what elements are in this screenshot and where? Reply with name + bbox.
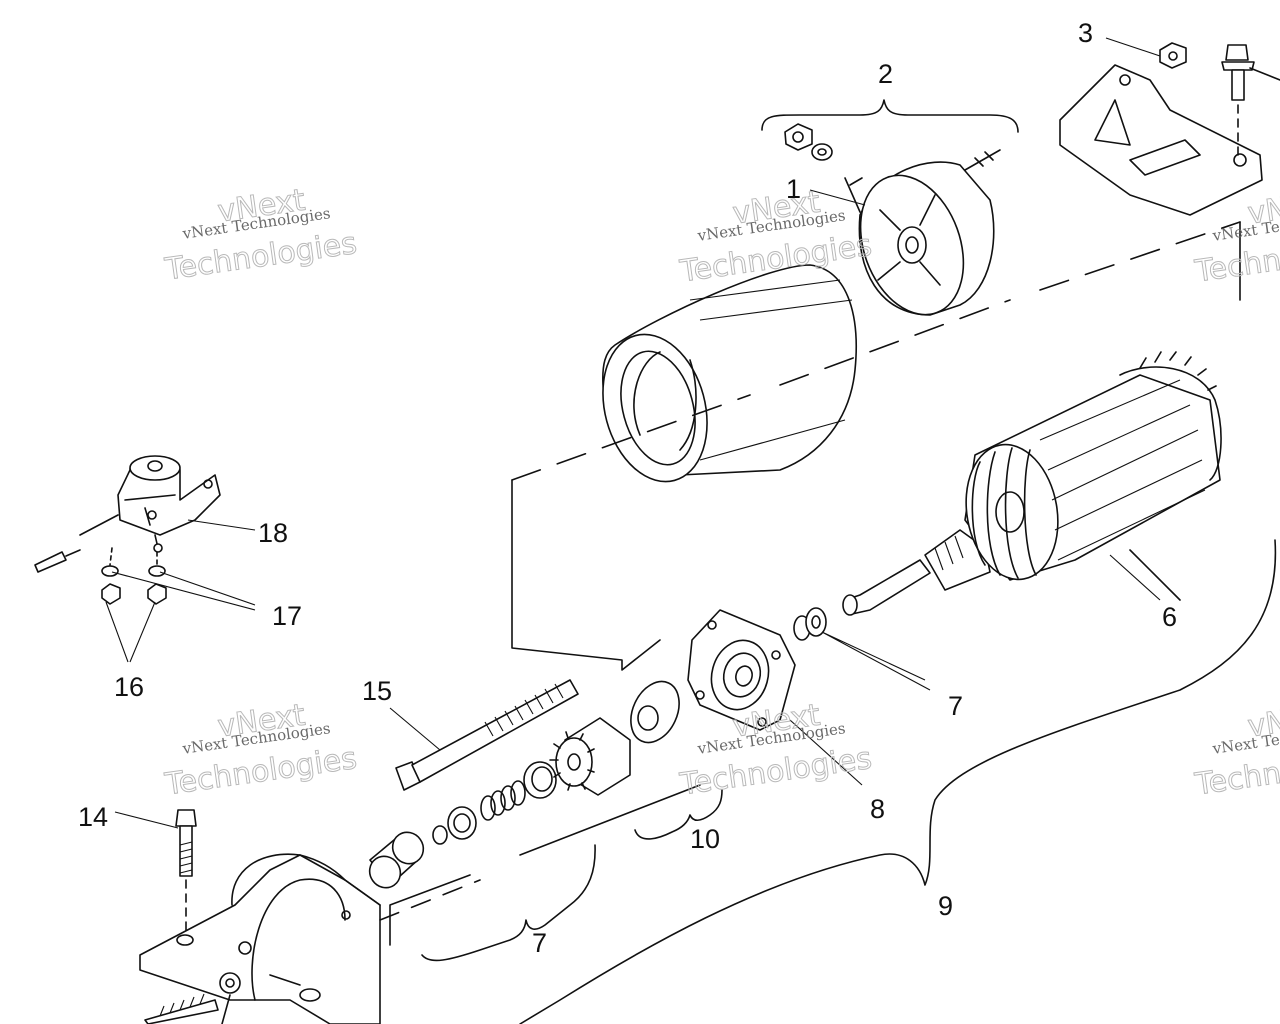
callout-16: 16: [114, 672, 144, 702]
bolt-top-right: [1221, 44, 1280, 161]
nuts-16: [101, 583, 167, 605]
star-washer: [219, 972, 241, 1024]
callout-labels: 1 2 3 6 7 8 9 10 7 14 15 16 17 18: [78, 18, 1177, 958]
callout-6: 6: [1162, 602, 1177, 632]
watermark-6-partial: vNext vNext Technologies Technologies: [1192, 697, 1280, 803]
washers-17: [101, 547, 166, 577]
brace-9: [519, 539, 1277, 1024]
brace-10: [634, 789, 723, 840]
mounting-bracket: [1059, 64, 1263, 216]
callout-7-upper: 7: [948, 691, 963, 721]
leader-lines: [105, 37, 1161, 829]
bushing: [368, 831, 425, 889]
solenoid: [79, 455, 221, 553]
watermark-3: vNext vNext Technologies Technologies: [162, 697, 360, 803]
spring: [480, 780, 526, 821]
thrust-washers: [793, 607, 827, 641]
callout-15: 15: [362, 676, 392, 706]
nut-3: [1159, 42, 1187, 69]
brace-2: [761, 99, 1019, 133]
brace-7-bottom: [421, 844, 596, 962]
through-bolt-15: [395, 679, 579, 791]
callout-1: 1: [786, 174, 801, 204]
callout-9: 9: [938, 891, 953, 921]
callout-17: 17: [272, 601, 302, 631]
collar: [447, 806, 477, 840]
callout-2: 2: [878, 59, 893, 89]
callout-8: 8: [870, 794, 885, 824]
nut-and-washer-2: [784, 123, 833, 161]
callout-7-lower: 7: [532, 928, 547, 958]
through-bolt-bottom: [144, 993, 219, 1024]
drive-end-housing: [139, 853, 381, 1024]
watermark-1: vNext vNext Technologies Technologies: [162, 182, 360, 288]
callout-14: 14: [78, 802, 108, 832]
callout-3: 3: [1078, 18, 1093, 48]
watermark-4: vNext vNext Technologies Technologies: [677, 697, 875, 803]
callout-10: 10: [690, 824, 720, 854]
solenoid-wire-terminal: [34, 549, 81, 573]
clutch-cup: [630, 680, 680, 744]
armature: [842, 351, 1222, 616]
spacer-ring: [523, 761, 557, 799]
watermark-2: vNext vNext Technologies Technologies: [677, 184, 875, 290]
drive-end-plate: [687, 609, 796, 731]
retainer-clip: [432, 825, 448, 845]
callout-18: 18: [258, 518, 288, 548]
assembly-outline: [379, 221, 1241, 946]
pinion-gear: [549, 717, 631, 796]
field-housing: [602, 264, 857, 483]
commutator-end-cap: [844, 149, 1001, 316]
bolt-14: [175, 809, 197, 936]
